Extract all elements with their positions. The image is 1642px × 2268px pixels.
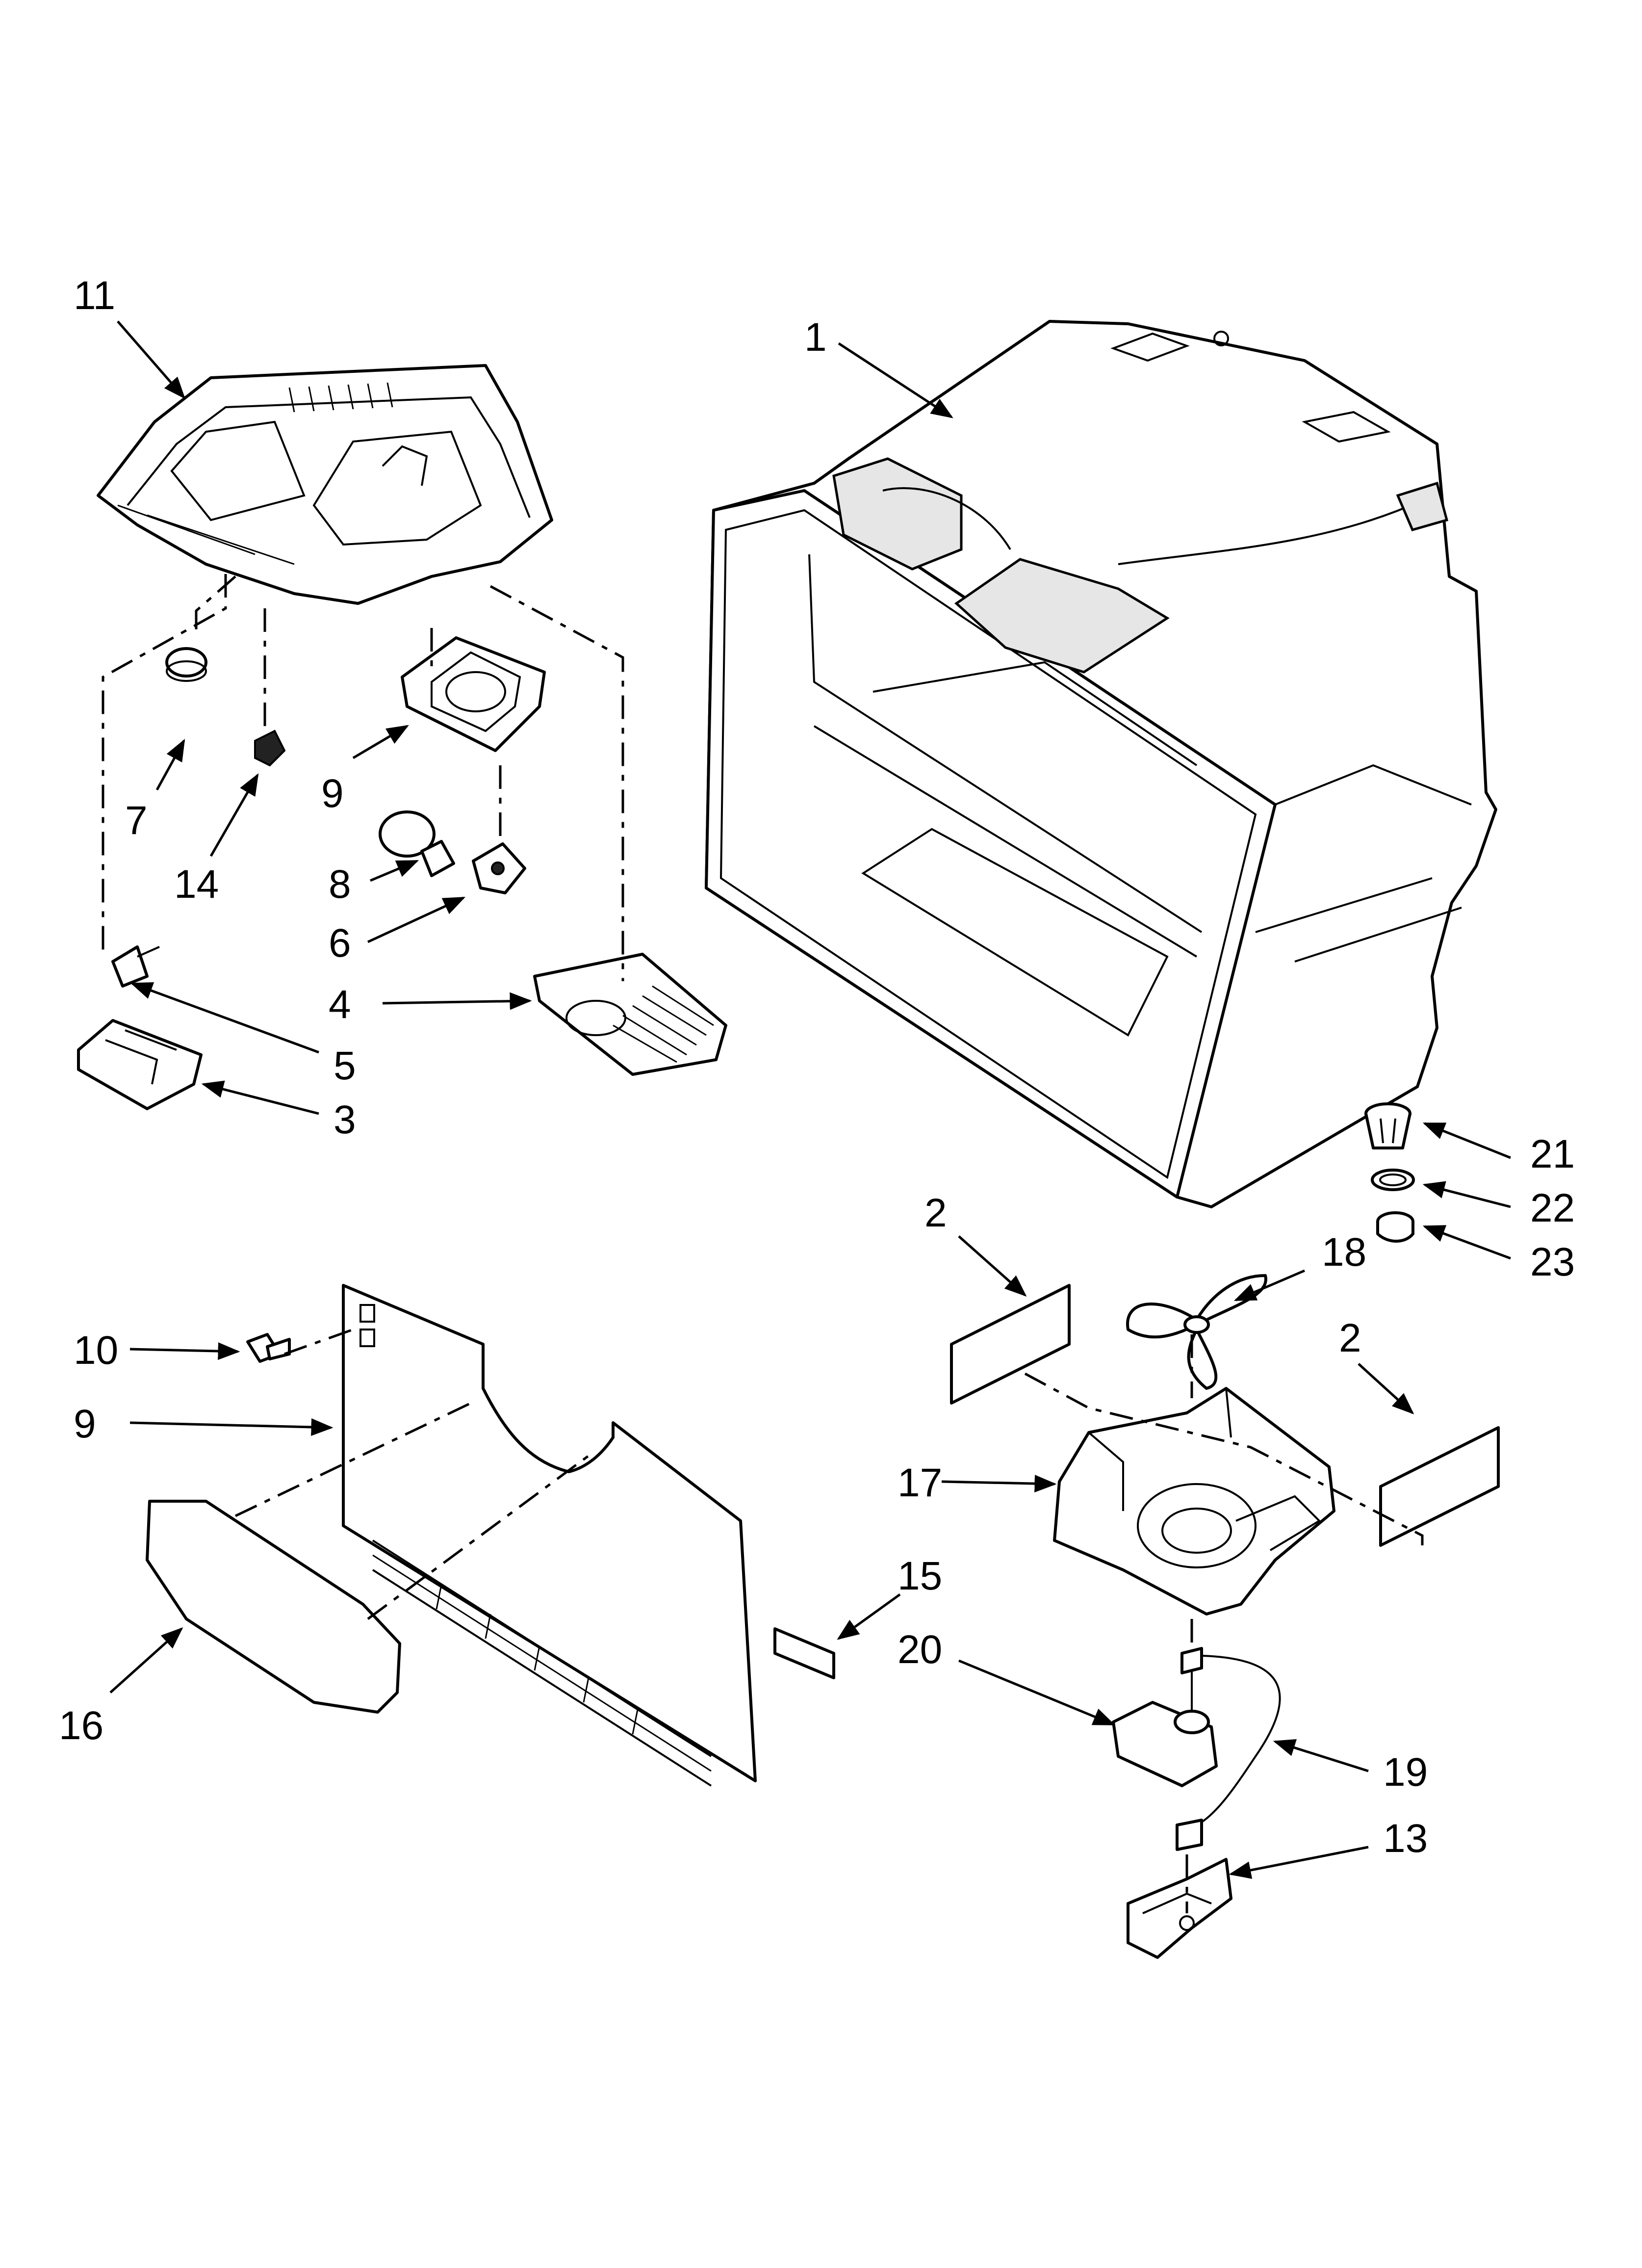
part-5-switch	[111, 945, 160, 988]
part-21-cup	[1364, 1102, 1411, 1149]
part-20-motor	[1112, 1647, 1218, 1787]
part-3-switch-bracket	[77, 1019, 203, 1110]
callout-23: 23	[1530, 1240, 1575, 1284]
part-13-bracket	[1127, 1858, 1232, 1959]
part-4-lamp-cover	[533, 953, 727, 1076]
callout-8: 8	[329, 862, 351, 907]
callout-2-right: 2	[1339, 1316, 1361, 1360]
callout-9: 9	[321, 771, 344, 816]
callout-22: 22	[1530, 1186, 1575, 1230]
leader-arrows	[109, 320, 1511, 1879]
callout-5: 5	[334, 1043, 356, 1088]
assembly-lines	[102, 574, 1424, 1913]
part-6-socket	[472, 842, 526, 894]
callout-17: 17	[898, 1460, 942, 1505]
callout-1: 1	[804, 315, 827, 360]
part-11-screw	[246, 1333, 291, 1363]
callout-20: 20	[898, 1627, 942, 1672]
part-16-grille	[146, 1500, 401, 1714]
callout-13: 13	[1383, 1816, 1428, 1861]
part-10-back-panel	[342, 1284, 757, 1787]
callout-19: 19	[1383, 1750, 1428, 1795]
part-7-knob	[165, 647, 207, 682]
callout-2-left: 2	[924, 1191, 947, 1235]
callout-15: 15	[898, 1554, 942, 1598]
callout-6: 6	[329, 921, 351, 965]
part-15-strip	[773, 1627, 835, 1679]
callout-11: 10	[74, 1328, 118, 1373]
part-23-plug	[1376, 1211, 1414, 1243]
callout-21: 21	[1530, 1132, 1575, 1176]
callout-18: 18	[1322, 1230, 1366, 1275]
callout-3: 3	[334, 1097, 356, 1142]
callout-12: 11	[74, 273, 115, 318]
part-14-plug	[254, 730, 286, 767]
part-8-bulb	[379, 810, 455, 877]
callout-7: 7	[125, 798, 148, 843]
callout-16: 16	[59, 1703, 103, 1748]
callout-14: 14	[174, 862, 219, 907]
part-2-pad-right	[1379, 1426, 1500, 1547]
part-22-ring	[1371, 1169, 1415, 1191]
part-2-pad-left	[950, 1284, 1071, 1405]
part-17-fan-shroud	[1053, 1387, 1335, 1616]
part-12-cover-tray	[97, 364, 553, 605]
part-18-fan-blade	[1126, 1274, 1267, 1390]
callout-4: 4	[329, 982, 351, 1027]
part-9-switch-housing	[401, 636, 546, 752]
part-1-housing	[705, 320, 1497, 1208]
callout-10: 9	[74, 1402, 96, 1446]
part-19-wire	[1176, 1655, 1281, 1851]
callout-labels: 11 1 7 14 9 8 6 4 5 3 21 22 23 2 18 2 10…	[59, 273, 1575, 1861]
